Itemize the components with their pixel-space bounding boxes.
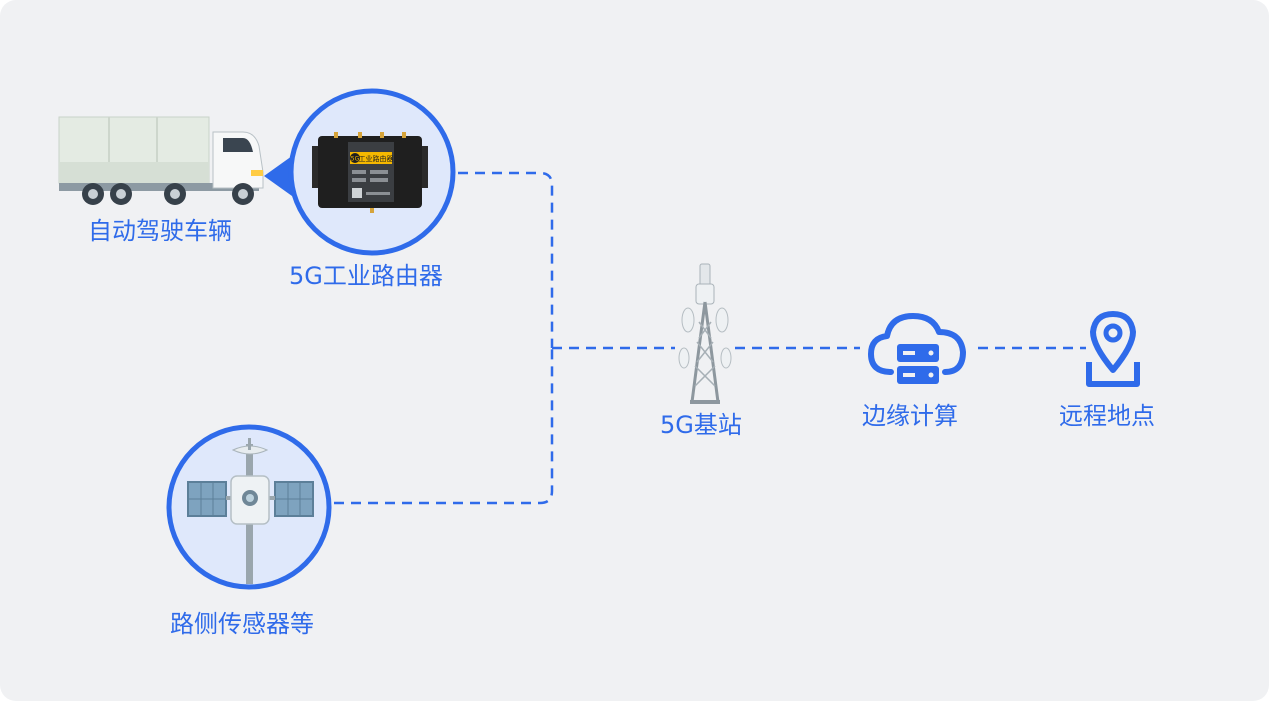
- link-router-hub: [458, 171, 554, 348]
- edge-label: 边缘计算: [862, 402, 958, 430]
- router-label: 5G工业路由器: [289, 262, 443, 290]
- sensor-label: 路侧传感器等: [170, 610, 314, 638]
- router-title-text: 工业路由器: [359, 154, 394, 163]
- base-station-label: 5G基站: [660, 411, 742, 439]
- router-badge-text: 5G: [351, 156, 360, 163]
- vehicle-label: 自动驾驶车辆: [88, 217, 232, 245]
- router-device-icon: 5G 工业路由器: [312, 132, 428, 213]
- roadside-sensor-icon: [166, 424, 332, 590]
- truck-icon: [58, 116, 264, 205]
- cell-tower-icon: [678, 263, 732, 404]
- location-pin-icon: [1086, 311, 1140, 387]
- cloud-server-icon: [868, 313, 966, 384]
- link-sensor-hub: [334, 348, 554, 505]
- remote-label: 远程地点: [1059, 402, 1155, 430]
